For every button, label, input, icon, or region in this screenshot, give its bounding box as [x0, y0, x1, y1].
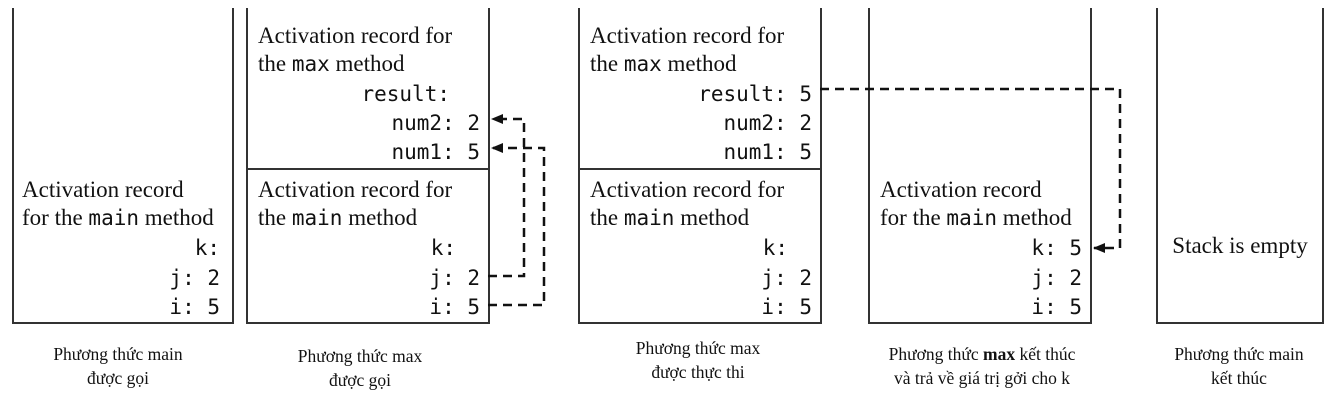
var-k: k:	[762, 236, 788, 260]
main-record-title-line2: for the main method	[22, 205, 214, 230]
stack-max-returned: Activation record for the main method k:…	[868, 8, 1092, 324]
main-record-title-line1: Activation record for	[590, 177, 785, 202]
empty-stack-label: Stack is empty	[1172, 233, 1308, 258]
main-record-title-line1: Activation record	[880, 177, 1042, 202]
arrow-j-to-num2	[488, 114, 526, 278]
caption-main-finished: Phương thức main kết thúc	[1174, 344, 1304, 388]
caption-main-called: Phương thức main được gọi	[53, 344, 183, 388]
arrow-result-to-k	[820, 87, 1122, 253]
var-k: k:	[430, 236, 456, 260]
record-divider	[248, 168, 488, 170]
max-record-title-line1: Activation record for	[258, 23, 453, 48]
record-divider	[580, 168, 820, 170]
main-record-title-line1: Activation record for	[258, 177, 453, 202]
max-record-title-line2: the max method	[590, 51, 737, 76]
var-i: i: 5	[429, 295, 480, 319]
var-result: result:	[361, 82, 450, 106]
stack-empty: Stack is empty	[1156, 8, 1324, 324]
var-num1: num1: 5	[391, 140, 480, 164]
var-k: k:	[194, 236, 220, 260]
var-j: j: 2	[761, 266, 812, 290]
main-record-title-line2: for the main method	[880, 205, 1072, 230]
caption-max-returned: Phương thức max kết thúc và trả về giá t…	[888, 344, 1076, 388]
main-record-title-line2: the main method	[258, 205, 418, 230]
var-j: j: 2	[1031, 266, 1082, 290]
var-num1: num1: 5	[723, 140, 812, 164]
var-num2: num2: 2	[723, 111, 812, 135]
main-record-title-line2: the main method	[590, 205, 750, 230]
var-num2: num2: 2	[391, 111, 480, 135]
stack-max-executed: Activation record for the max method res…	[578, 8, 822, 324]
var-i: i: 5	[761, 295, 812, 319]
var-k: k: 5	[1031, 236, 1082, 260]
max-record-title-line2: the max method	[258, 51, 405, 76]
var-j: j: 2	[429, 266, 480, 290]
stack-main-called: Activation record for the main method k:…	[12, 8, 234, 324]
caption-max-called: Phương thức max được gọi	[297, 346, 423, 390]
caption-max-executed: Phương thức max được thực thi	[635, 338, 761, 382]
var-i: i: 5	[169, 295, 220, 319]
var-i: i: 5	[1031, 295, 1082, 319]
arrow-i-to-num1	[488, 143, 546, 307]
var-result: result: 5	[698, 82, 812, 106]
main-record-title-line1: Activation record	[22, 177, 184, 202]
stack-max-called: Activation record for the max method res…	[246, 8, 490, 324]
var-j: j: 2	[169, 266, 220, 290]
max-record-title-line1: Activation record for	[590, 23, 785, 48]
